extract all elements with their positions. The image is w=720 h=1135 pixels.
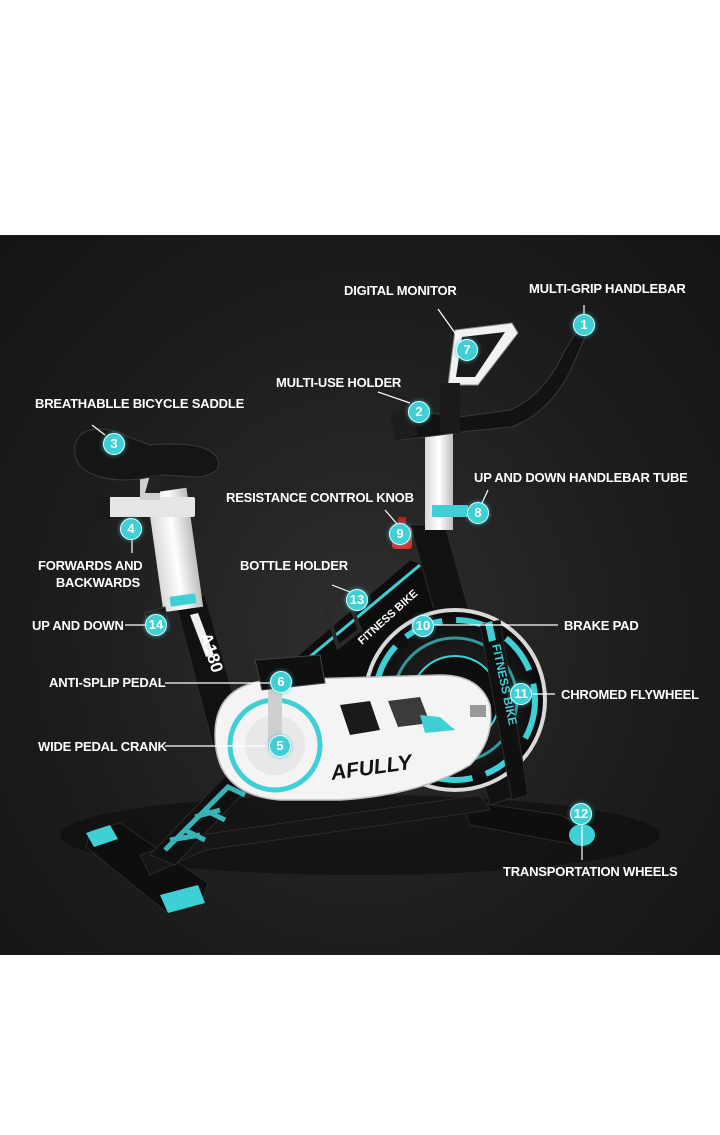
label-forwards-backwards: FORWARDS AND BACKWARDS — [38, 557, 143, 591]
label-multi-use-holder: MULTI-USE HOLDER — [276, 375, 402, 390]
leader-lines — [91, 305, 585, 860]
label-forwards-line1: FORWARDS AND — [38, 558, 143, 573]
label-multi-grip-handlebar: MULTI-GRIP HANDLEBAR — [529, 281, 686, 296]
callout-badge-13: 13 — [346, 589, 368, 611]
label-forwards-line2: BACKWARDS — [55, 575, 140, 590]
callout-badge-3: 3 — [103, 433, 125, 455]
handlebar-post — [425, 430, 468, 530]
label-up-and-down: UP AND DOWN — [32, 618, 124, 633]
product-diagram-panel: A180 FITNESS BIKE FITNESS BIKE AFULLY MU… — [0, 235, 720, 955]
fork — [479, 619, 529, 801]
label-bicycle-saddle: BREATHABLLE BICYCLE SADDLE — [35, 396, 245, 411]
seat-slider — [96, 475, 195, 519]
label-brake-pad: BRAKE PAD — [564, 618, 639, 633]
callout-badge-11: 11 — [510, 683, 532, 705]
callout-badge-7: 7 — [456, 339, 478, 361]
label-digital-monitor: DIGITAL MONITOR — [344, 283, 457, 298]
callout-badge-4: 4 — [120, 518, 142, 540]
callout-badge-2: 2 — [408, 401, 430, 423]
label-chromed-flywheel: CHROMED FLYWHEEL — [561, 687, 699, 702]
callout-badge-12: 12 — [570, 803, 592, 825]
callout-badge-9: 9 — [389, 523, 411, 545]
bottle-holder — [322, 586, 363, 651]
callout-badge-5: 5 — [269, 735, 291, 757]
callout-badge-10: 10 — [412, 615, 434, 637]
label-bottle-holder: BOTTLE HOLDER — [240, 558, 348, 573]
label-anti-slip-pedal: ANTI-SPLIP PEDAL — [49, 675, 166, 690]
label-handlebar-tube: UP AND DOWN HANDLEBAR TUBE — [474, 470, 688, 485]
callout-badge-1: 1 — [573, 314, 595, 336]
label-wide-pedal-crank: WIDE PEDAL CRANK — [38, 739, 167, 754]
label-transportation-wheels: TRANSPORTATION WHEELS — [503, 864, 678, 879]
callout-badge-8: 8 — [467, 502, 489, 524]
bike-illustration: A180 FITNESS BIKE FITNESS BIKE AFULLY — [60, 305, 660, 913]
callout-badge-6: 6 — [270, 671, 292, 693]
callout-badge-14: 14 — [145, 614, 167, 636]
label-resistance-knob: RESISTANCE CONTROL KNOB — [226, 490, 414, 505]
